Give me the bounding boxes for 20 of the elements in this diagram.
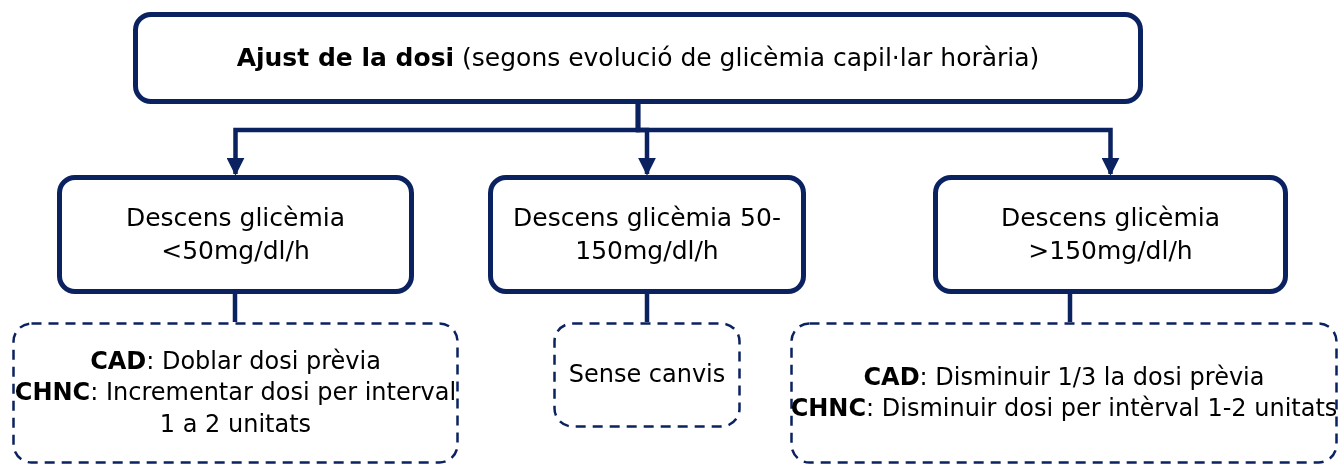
box-text: CHNC: Disminuir dosi per intèrval 1-2 unitats — [790, 393, 1338, 424]
connector-line — [644, 294, 650, 322]
connector-line — [1067, 294, 1073, 322]
box-text: Descens glicèmia <50mg/dl/h — [124, 202, 347, 267]
action-box — [12, 322, 459, 464]
title-text: Ajust de la dosi (segons evolució de glicèmia capil·lar horària) — [236, 41, 1040, 74]
action-box — [553, 322, 741, 428]
condition-box — [488, 175, 806, 294]
box-text: Sense canvis — [568, 359, 726, 391]
title-box — [133, 12, 1143, 104]
box-text: CHNC: Incrementar dosi per interval 1 a 2 unitats — [13, 377, 458, 440]
arrow — [635, 104, 1120, 176]
condition-box — [57, 175, 414, 294]
box-text: Descens glicèmia >150mg/dl/h — [999, 202, 1222, 267]
box-text: CAD: Disminuir 1/3 la dosi prèvia — [863, 361, 1265, 393]
box-text: Descens glicèmia 50-150mg/dl/h — [512, 202, 782, 267]
box-text: CAD: Doblar dosi prèvia — [90, 346, 381, 378]
action-box — [790, 322, 1338, 464]
connector-line — [232, 294, 238, 322]
condition-box — [933, 175, 1288, 294]
